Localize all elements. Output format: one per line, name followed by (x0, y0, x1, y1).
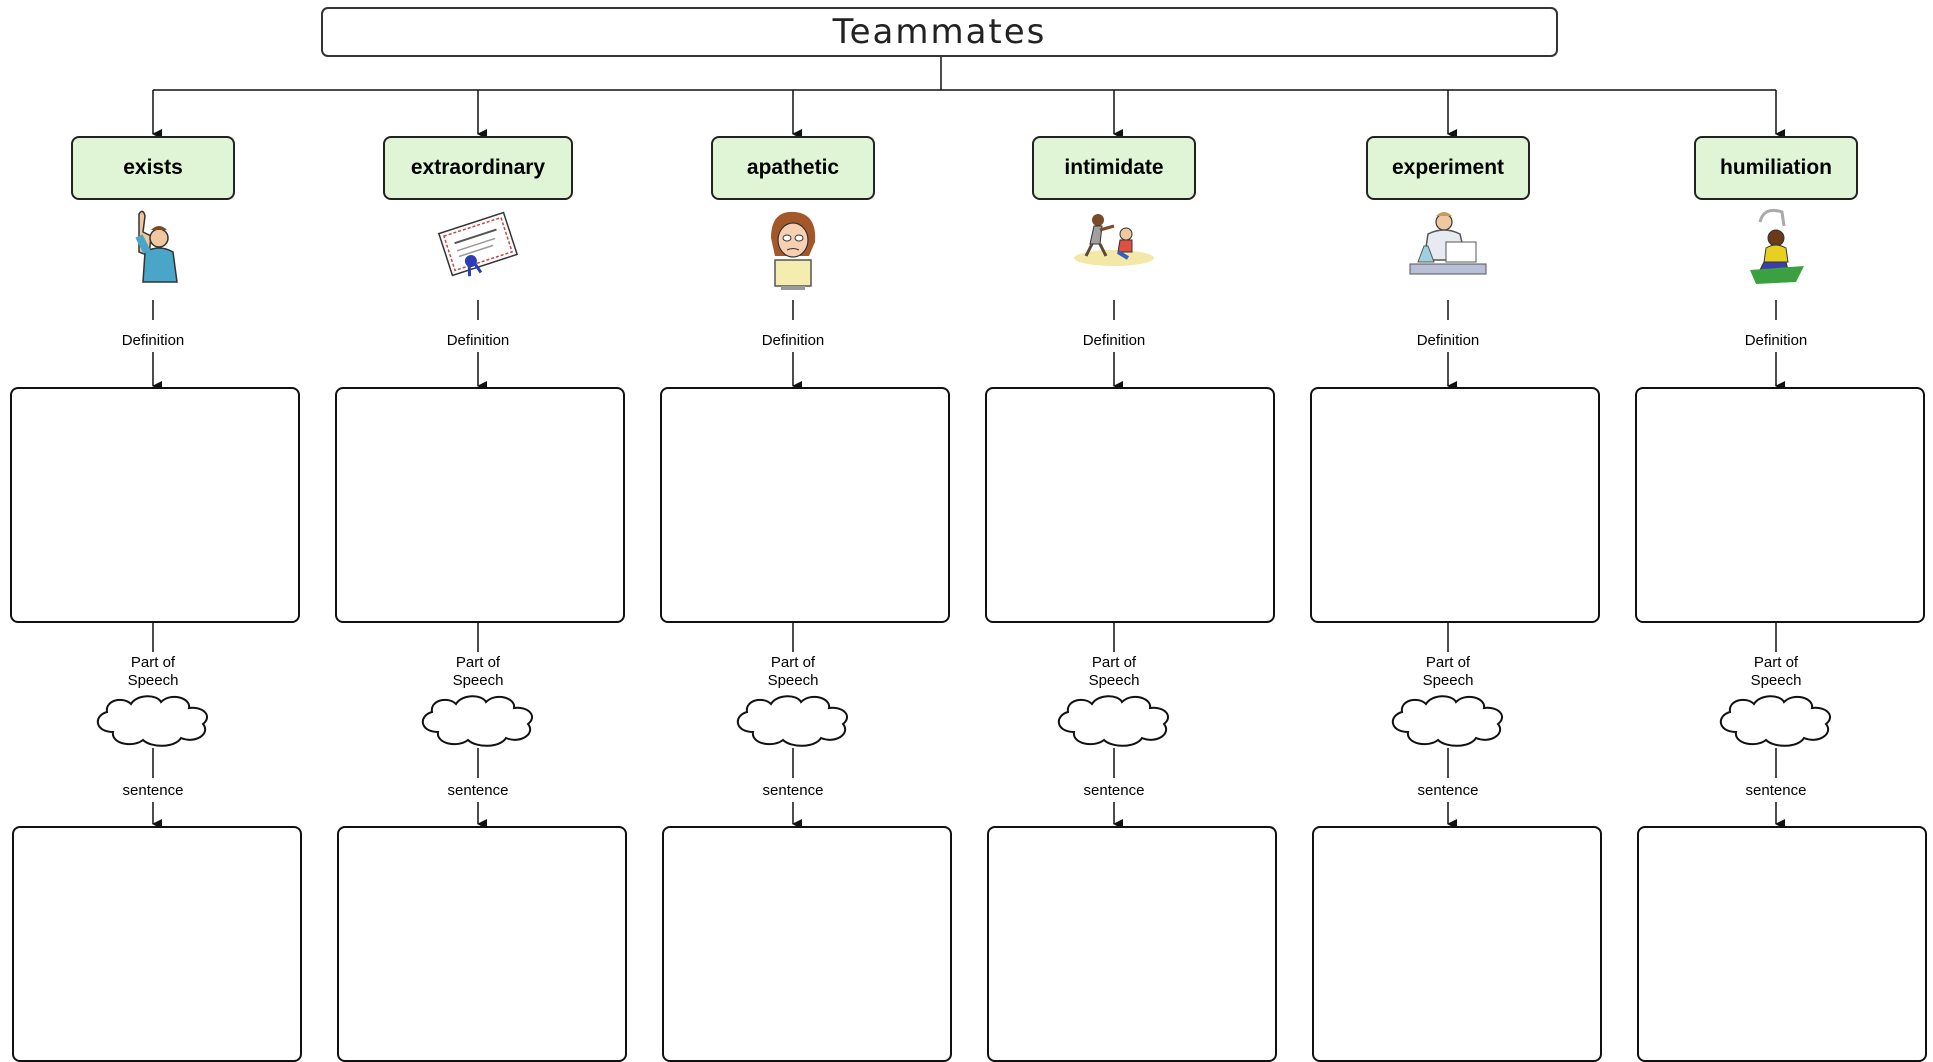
sentence-answer-box[interactable] (987, 826, 1277, 1062)
map-title: Teammates (321, 7, 1558, 57)
sentence-label: sentence (1081, 782, 1147, 800)
definition-answer-box[interactable] (335, 387, 625, 623)
bully-children-icon (1072, 208, 1156, 273)
vocab-word-box[interactable]: experiment (1366, 136, 1530, 200)
definition-label: Definition (1742, 332, 1810, 350)
part-of-speech-cloud[interactable] (1058, 695, 1169, 747)
sentence-label: sentence (1415, 782, 1481, 800)
vocab-word-box[interactable]: humiliation (1694, 136, 1858, 200)
part-of-speech-label: Part of Speech (756, 654, 830, 690)
sentence-answer-box[interactable] (12, 826, 302, 1062)
sentence-answer-box[interactable] (1312, 826, 1602, 1062)
part-of-speech-label: Part of Speech (1739, 654, 1813, 690)
sentence-label: sentence (120, 782, 186, 800)
part-of-speech-cloud[interactable] (737, 695, 848, 747)
definition-answer-box[interactable] (1635, 387, 1925, 623)
definition-answer-box[interactable] (1310, 387, 1600, 623)
definition-label: Definition (1080, 332, 1148, 350)
part-of-speech-cloud[interactable] (97, 695, 208, 747)
bored-computer-user-icon (761, 208, 825, 297)
part-of-speech-label: Part of Speech (116, 654, 190, 690)
sentence-label: sentence (1743, 782, 1809, 800)
part-of-speech-label: Part of Speech (1077, 654, 1151, 690)
sad-person-icon (1744, 208, 1808, 297)
part-of-speech-label: Part of Speech (441, 654, 515, 690)
vocab-word-box[interactable]: exists (71, 136, 235, 200)
part-of-speech-cloud[interactable] (422, 695, 533, 747)
part-of-speech-cloud[interactable] (1720, 695, 1831, 747)
sentence-answer-box[interactable] (1637, 826, 1927, 1062)
part-of-speech-cloud[interactable] (1392, 695, 1503, 747)
definition-answer-box[interactable] (985, 387, 1275, 623)
sentence-answer-box[interactable] (337, 826, 627, 1062)
raised-hand-student-icon (121, 208, 185, 297)
definition-label: Definition (759, 332, 827, 350)
definition-answer-box[interactable] (10, 387, 300, 623)
sentence-label: sentence (445, 782, 511, 800)
definition-label: Definition (444, 332, 512, 350)
sentence-label: sentence (760, 782, 826, 800)
award-certificate-icon (436, 208, 520, 285)
sentence-answer-box[interactable] (662, 826, 952, 1062)
vocab-word-box[interactable]: extraordinary (383, 136, 573, 200)
definition-label: Definition (1414, 332, 1482, 350)
vocab-word-box[interactable]: apathetic (711, 136, 875, 200)
definition-label: Definition (119, 332, 187, 350)
part-of-speech-label: Part of Speech (1411, 654, 1485, 690)
definition-answer-box[interactable] (660, 387, 950, 623)
vocab-word-box[interactable]: intimidate (1032, 136, 1196, 200)
scientist-lab-icon (1406, 208, 1490, 287)
